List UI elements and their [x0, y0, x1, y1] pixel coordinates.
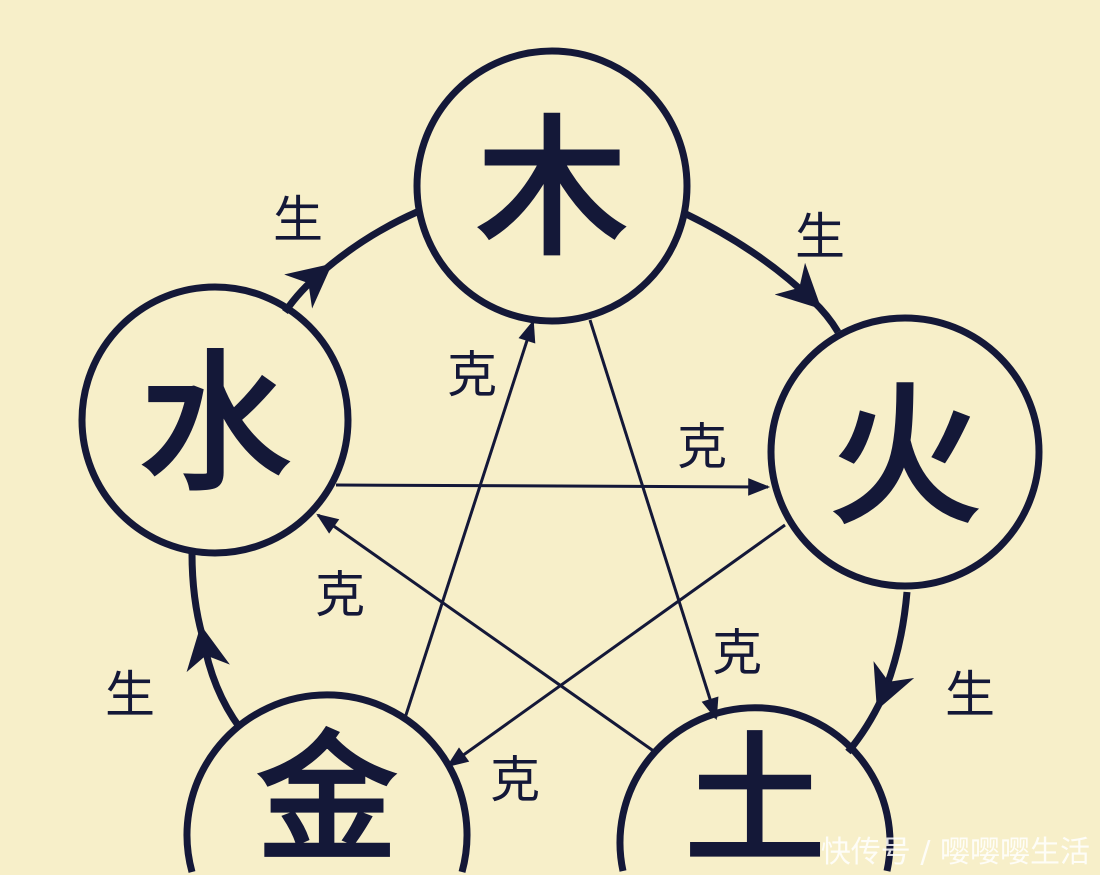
overcome-label: 克 [447, 346, 497, 404]
overcome-labels: 克 克 克 克 克 [315, 346, 762, 809]
element-wood-char: 木 [477, 103, 627, 277]
generate-label: 生 [105, 666, 155, 724]
watermark: 快传号 / 嘤嘤嘤生活 [821, 835, 1090, 870]
arc-wood-to-fire-tail [809, 297, 842, 334]
element-water: 水 [78, 283, 352, 557]
element-water-char: 水 [140, 338, 291, 512]
element-fire: 火 [767, 314, 1043, 590]
overcome-arrows [316, 319, 786, 768]
line-metal-to-wood [403, 319, 536, 719]
arc-fire-to-earth [873, 591, 915, 711]
element-earth-char: 土 [685, 721, 825, 875]
arc-water-to-wood-tail [319, 208, 419, 275]
element-metal: 金 [183, 691, 471, 875]
generate-label: 生 [945, 666, 995, 724]
line-fire-to-metal [446, 523, 786, 768]
arc-metal-to-water [186, 624, 243, 731]
arc-fire-to-earth-tail [845, 696, 886, 755]
element-wood: 木 [413, 47, 691, 325]
arc-metal-to-water-tail [188, 552, 207, 639]
element-earth: 土 [616, 704, 894, 875]
generate-labels: 生 生 生 生 [105, 191, 995, 724]
arc-water-to-wood [282, 263, 333, 314]
arc-wood-to-fire [684, 210, 822, 310]
element-fire-char: 火 [830, 371, 980, 545]
line-earth-to-water [316, 513, 656, 754]
overcome-label: 克 [712, 624, 762, 682]
overcome-label: 克 [677, 418, 727, 476]
line-water-to-fire [335, 478, 771, 496]
generate-label: 生 [273, 191, 323, 249]
overcome-label: 克 [490, 751, 540, 809]
overcome-label: 克 [315, 566, 365, 624]
line-wood-to-earth [588, 319, 719, 721]
element-metal-char: 金 [256, 719, 398, 875]
generate-label: 生 [795, 208, 845, 266]
generate-arrows [186, 208, 915, 755]
